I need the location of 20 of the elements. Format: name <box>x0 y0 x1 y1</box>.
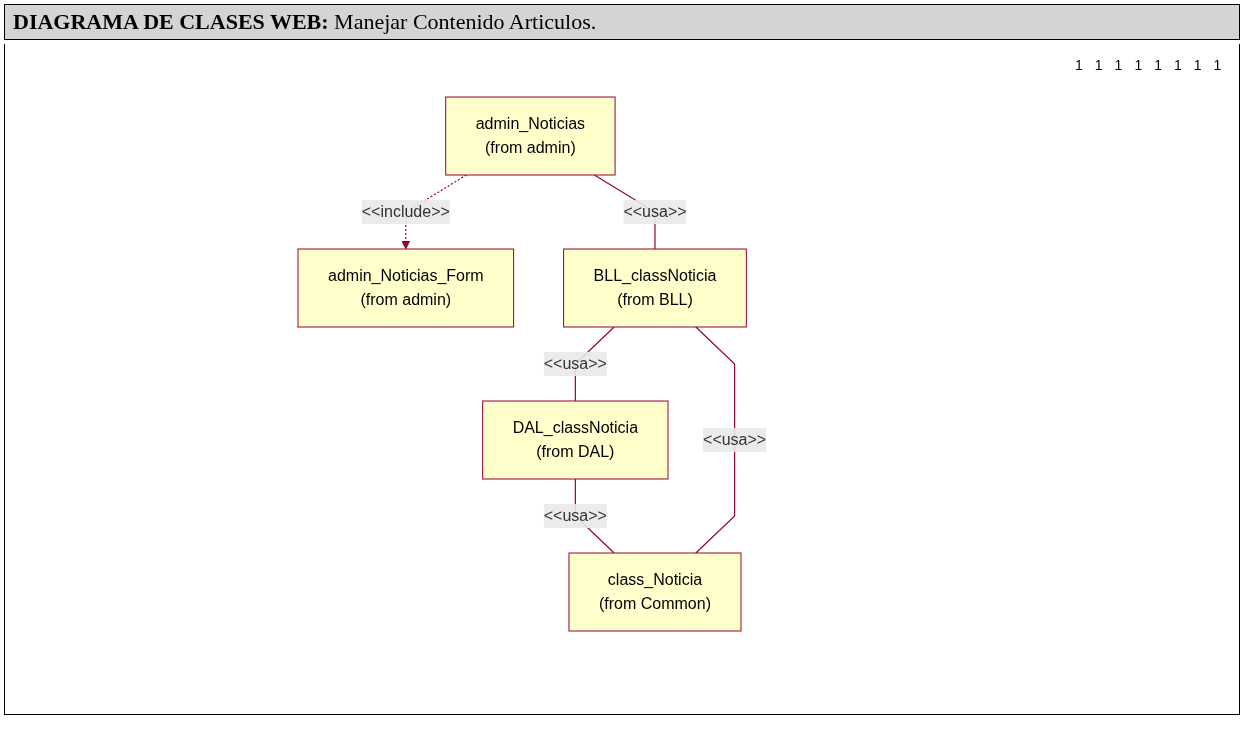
multiplicity-label: 1 <box>1193 57 1202 73</box>
connector <box>695 326 736 554</box>
node-box: admin_Noticias_Form (from admin) <box>297 248 514 328</box>
multiplicity-label: 1 <box>1213 57 1222 73</box>
edge-label: <<usa>> <box>543 355 607 372</box>
node-box: class_Noticia (from Common) <box>568 552 742 632</box>
multiplicity-label: 1 <box>1075 57 1083 73</box>
multiplicity-label: 1 <box>1094 57 1103 73</box>
multiplicity-label: 1 <box>1114 57 1123 73</box>
multiplicity-label: 1 <box>1134 57 1143 73</box>
multiplicity-label: 1 <box>1174 57 1182 73</box>
edge-label: <<usa>> <box>623 203 687 220</box>
edge-label: <<usa>> <box>543 507 607 524</box>
node-box: BLL_classNoticia (from BLL) <box>563 248 747 328</box>
multiplicity-label: 1 <box>1154 57 1162 73</box>
node-box: DAL_classNoticia (from DAL) <box>482 400 669 480</box>
edge-label: <<usa>> <box>702 431 767 448</box>
node-box: admin_Noticias (from admin) <box>445 96 616 176</box>
diagram-title: DIAGRAMA DE CLASES WEB: Manejar Contenido Articulos. <box>4 4 1240 40</box>
edge-label: <<include>> <box>361 203 450 220</box>
